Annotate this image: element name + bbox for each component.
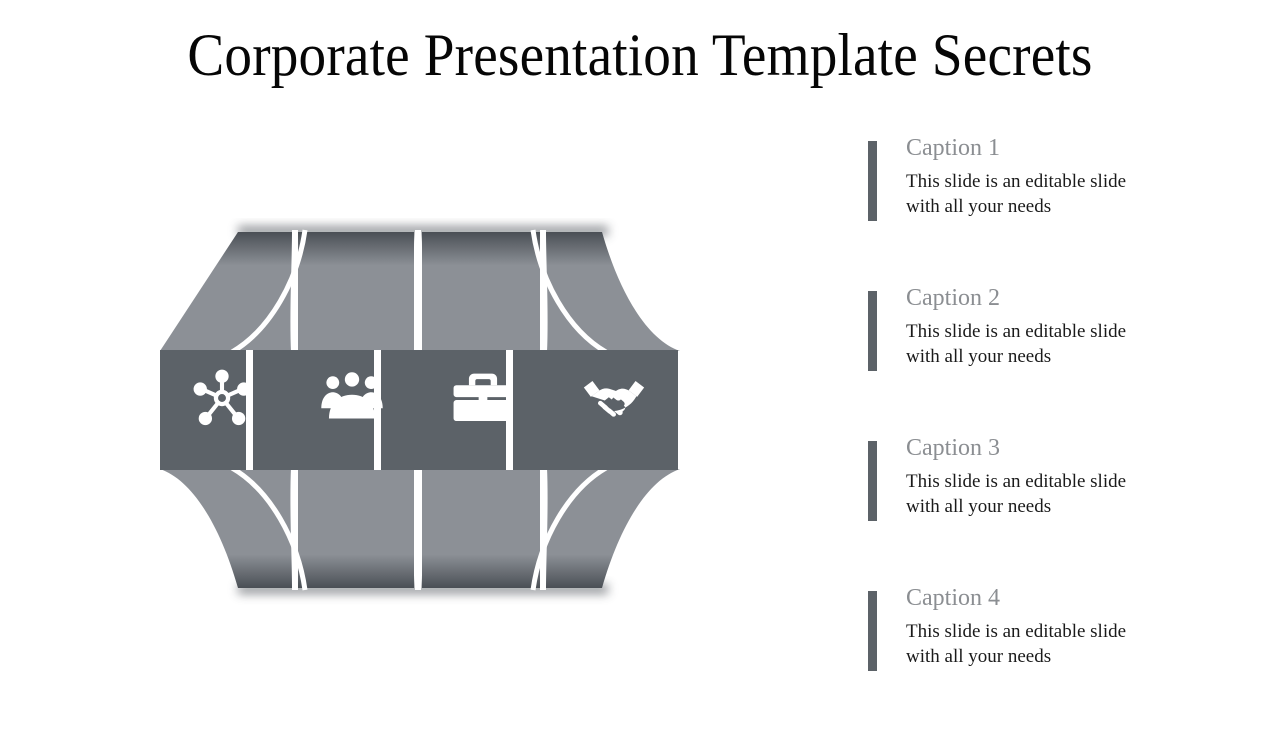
diagram-upper-wings <box>160 232 680 351</box>
caption-item-1[interactable]: Caption 1 This slide is an editable slid… <box>868 133 1208 283</box>
caption-body: This slide is an editable slide with all… <box>906 621 1127 667</box>
segment-4-button[interactable] <box>582 366 646 430</box>
segment-2-button[interactable] <box>320 366 384 430</box>
diagram-lower-wings <box>160 469 680 588</box>
caption-accent-bar <box>868 141 877 221</box>
caption-accent-bar <box>868 591 877 671</box>
caption-title: Caption 3 <box>906 435 1000 461</box>
segment-3-button[interactable] <box>451 366 515 430</box>
diagram-dividers-lower <box>290 467 548 591</box>
caption-item-3[interactable]: Caption 3 This slide is an editable slid… <box>868 433 1208 583</box>
people-group-icon <box>321 372 383 419</box>
caption-body: This slide is an editable slide with all… <box>906 171 1127 217</box>
caption-item-4[interactable]: Caption 4 This slide is an editable slid… <box>868 583 1208 733</box>
diagram-flare-curves <box>230 229 608 591</box>
handshake-icon <box>583 381 645 417</box>
diagram-bottom-shadow <box>238 584 608 594</box>
caption-title: Caption 1 <box>906 135 1000 161</box>
diagram-icon-row <box>120 200 740 620</box>
diagram-top-shadow <box>238 226 608 236</box>
page-title: Corporate Presentation Template Secrets <box>187 22 1093 88</box>
caption-accent-bar <box>868 441 877 521</box>
four-segment-diagram <box>120 200 740 620</box>
diagram-center-band <box>160 350 678 470</box>
caption-accent-bar <box>868 291 877 371</box>
diagram-dividers-upper <box>290 229 548 353</box>
briefcase-icon <box>453 373 513 422</box>
caption-body: This slide is an editable slide with all… <box>906 321 1127 367</box>
caption-list: Caption 1 This slide is an editable slid… <box>868 133 1208 733</box>
caption-item-2[interactable]: Caption 2 This slide is an editable slid… <box>868 283 1208 433</box>
network-hub-icon <box>193 369 251 426</box>
caption-title: Caption 4 <box>906 585 1000 611</box>
caption-body: This slide is an editable slide with all… <box>906 471 1127 517</box>
caption-title: Caption 2 <box>906 285 1000 311</box>
segment-1-button[interactable] <box>190 366 254 430</box>
